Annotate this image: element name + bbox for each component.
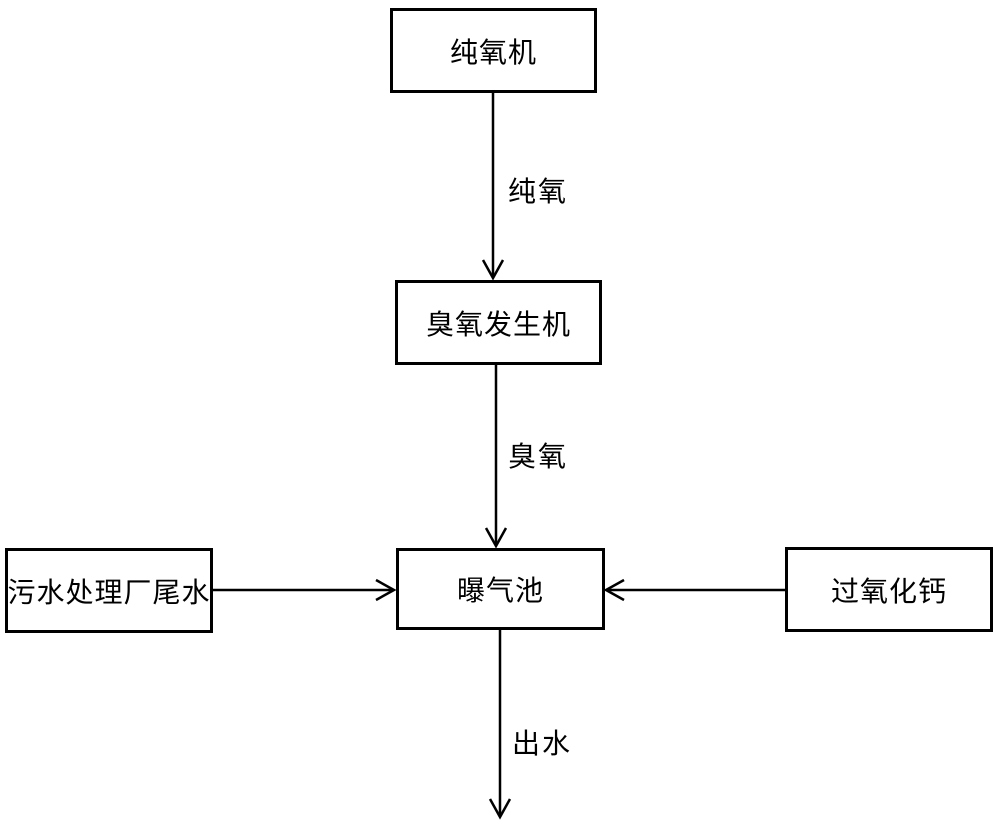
arrowhead-down-icon (484, 527, 508, 549)
node-label: 臭氧发生机 (425, 308, 571, 340)
edge-label-effluent: 出水 (512, 728, 573, 759)
node-wastewater-plant-tailwater: 污水处理厂尾水 (5, 548, 213, 633)
node-label: 污水处理厂尾水 (7, 576, 211, 608)
arrowhead-down-icon (481, 259, 505, 281)
arrowhead-left-icon (603, 578, 625, 602)
node-pure-oxygen-machine: 纯氧机 (390, 8, 597, 93)
arrowhead-right-icon (375, 578, 397, 602)
node-label: 曝气池 (456, 575, 544, 606)
edge-label-pure-oxygen: 纯氧 (508, 176, 569, 207)
edge-label-ozone: 臭氧 (508, 441, 569, 472)
node-aeration-tank: 曝气池 (396, 548, 605, 630)
arrowhead-down-icon (488, 798, 512, 820)
node-calcium-peroxide: 过氧化钙 (785, 547, 993, 632)
node-label: 纯氧机 (449, 36, 537, 68)
node-label: 过氧化钙 (830, 575, 947, 607)
node-ozone-generator: 臭氧发生机 (395, 280, 602, 365)
